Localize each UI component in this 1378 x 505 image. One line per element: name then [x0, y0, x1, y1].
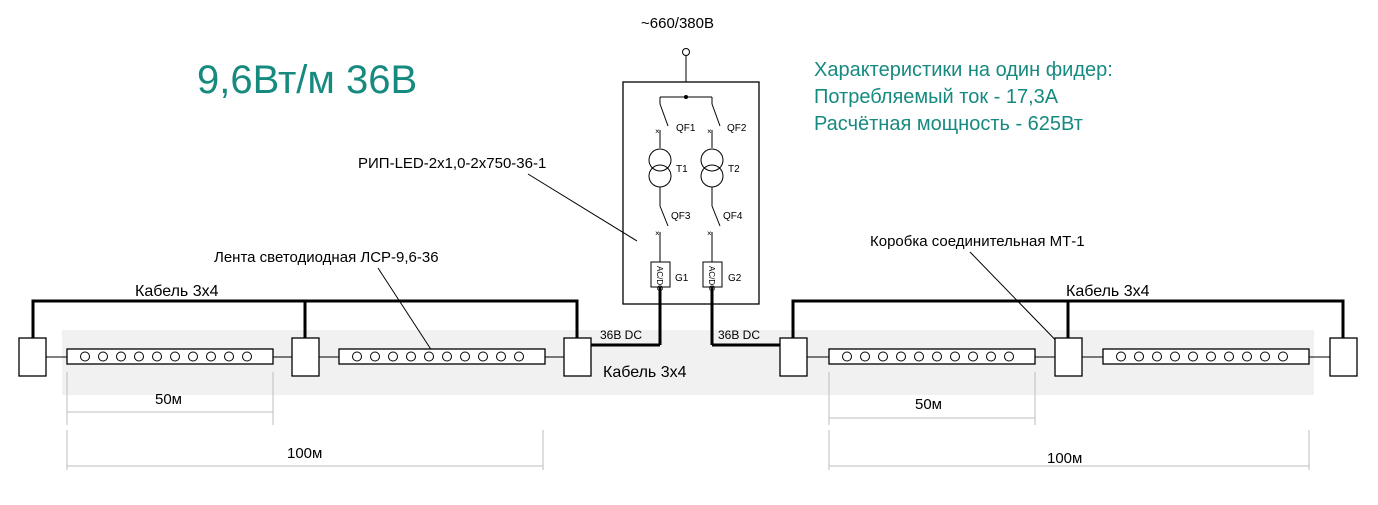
- t1-label: T1: [676, 164, 688, 175]
- junction-box: [1329, 337, 1358, 377]
- dim-right-50: 50м: [915, 396, 942, 413]
- supply-label: ~660/380В: [641, 15, 714, 32]
- svg-text:×: ×: [655, 229, 660, 238]
- dimension-left: [66, 372, 544, 470]
- dim-left-50: 50м: [155, 391, 182, 408]
- cable-label-center: Кабель 3х4: [603, 364, 687, 381]
- qf4-label: QF4: [723, 211, 743, 222]
- t2-coil-top: [700, 148, 724, 172]
- g2-label: G2: [728, 273, 742, 284]
- junction-box: [563, 337, 592, 377]
- left-chain: × ×: [648, 97, 672, 345]
- g1-label: G1: [675, 273, 689, 284]
- junction-label: Коробка соединительная МТ-1: [870, 233, 1085, 250]
- left-feeder: [18, 299, 592, 377]
- t2-label: T2: [728, 164, 740, 175]
- rip-leader: [527, 173, 638, 242]
- junction-box: [18, 337, 47, 377]
- junction-box: [1054, 337, 1083, 377]
- dim-left-100: 100м: [287, 445, 322, 462]
- right-feeder: [779, 299, 1358, 377]
- dc-label-left: 36В DC: [600, 328, 642, 342]
- qf3-contact: [659, 205, 669, 227]
- strip-leader: [377, 267, 433, 352]
- led-dots-l1: [80, 351, 252, 362]
- cable-label-left: Кабель 3х4: [135, 283, 219, 300]
- qf4-contact: [711, 205, 721, 227]
- rip-label: РИП-LED-2x1,0-2x750-36-1: [358, 155, 546, 172]
- spec-line-2: Потребляемый ток - 17,3А: [814, 86, 1059, 108]
- cable-label-right: Кабель 3х4: [1066, 283, 1150, 300]
- qf3-label: QF3: [671, 211, 691, 222]
- spec-line-3: Расчётная мощность - 625Вт: [814, 113, 1083, 135]
- led-dots-r2: [1116, 351, 1288, 362]
- dimension-right: [828, 372, 1310, 470]
- t1-coil-top: [648, 148, 672, 172]
- strip-label: Лента светодиодная ЛСР-9,6-36: [214, 249, 439, 266]
- junction-leader: [969, 251, 1071, 356]
- power-heading: 9,6Вт/м 36В: [197, 58, 417, 102]
- bus-node: [684, 95, 688, 99]
- dim-right-100: 100м: [1047, 450, 1082, 467]
- svg-text:×: ×: [655, 127, 660, 136]
- g2-acdc: AC/DC: [707, 266, 716, 291]
- qf1-contact: [659, 103, 669, 127]
- rip-cabinet: [622, 81, 760, 305]
- qf1-label: QF1: [676, 123, 696, 134]
- svg-text:×: ×: [707, 127, 712, 136]
- junction-box: [291, 337, 320, 377]
- led-dots-l2: [352, 351, 524, 362]
- svg-text:×: ×: [707, 229, 712, 238]
- spec-line-1: Характеристики на один фидер:: [814, 59, 1113, 81]
- dc-label-right: 36В DC: [718, 328, 760, 342]
- junction-box: [779, 337, 808, 377]
- qf2-label: QF2: [727, 123, 747, 134]
- led-dots-r1: [842, 351, 1014, 362]
- supply-terminal: [682, 48, 690, 56]
- qf2-contact: [711, 103, 721, 127]
- g1-acdc: AC/DC: [655, 266, 664, 291]
- right-chain: × ×: [700, 97, 724, 345]
